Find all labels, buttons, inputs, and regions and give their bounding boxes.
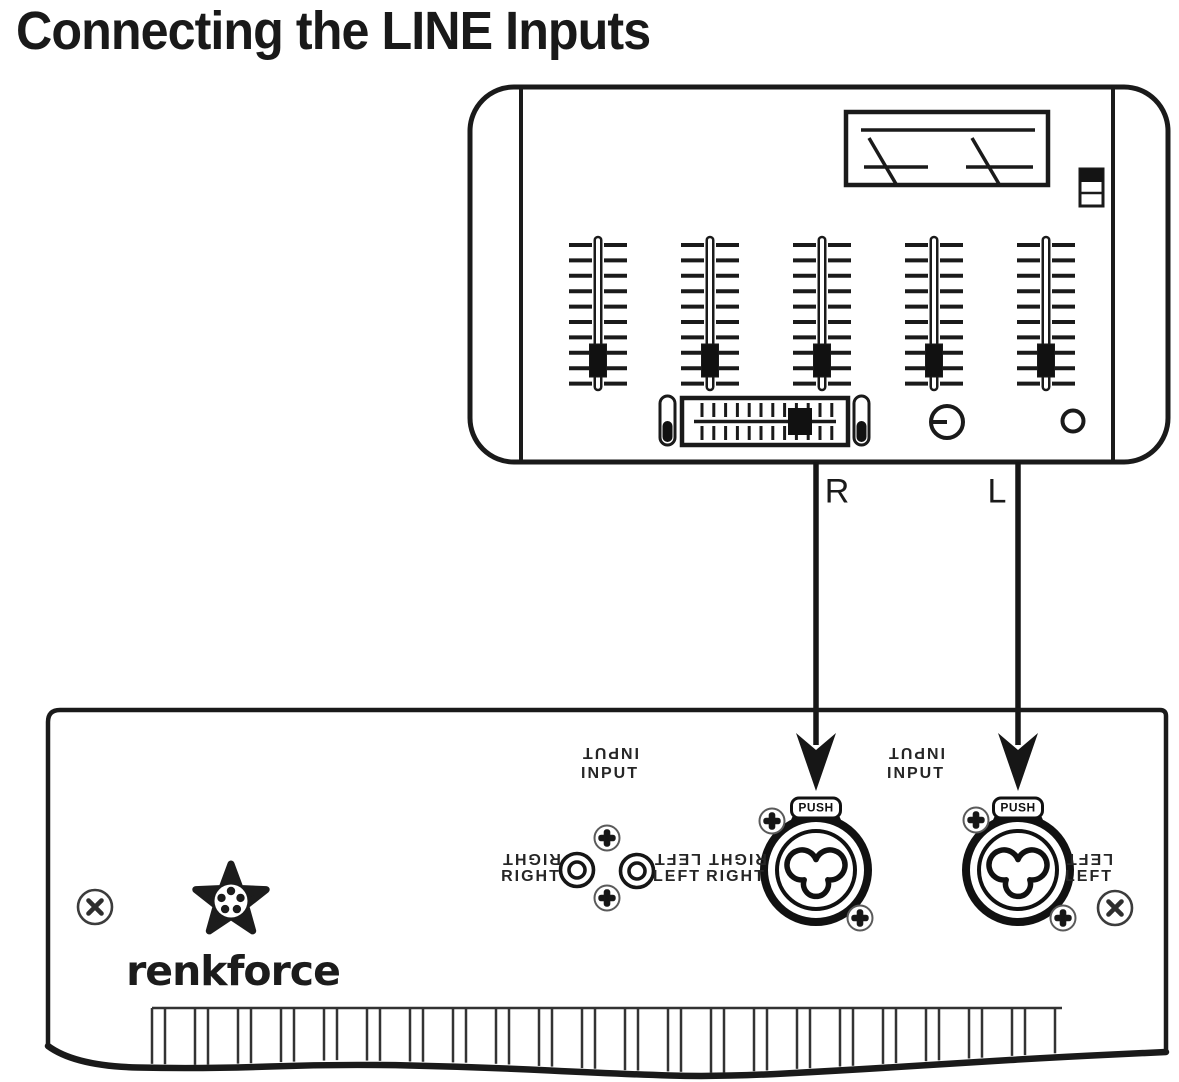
brand-logo-icon [192, 860, 270, 935]
rca-left-label: LEFT [653, 868, 701, 885]
headphone-jack-icon [1060, 408, 1086, 434]
xlr-right-label: RIGHT [706, 868, 766, 885]
crossfader-right-pill [852, 394, 871, 447]
fader[interactable] [793, 235, 851, 392]
fader[interactable] [1017, 235, 1075, 392]
xlr-left-label-mirrored: LEFT [1065, 850, 1113, 867]
rotary-knob-icon[interactable] [929, 404, 965, 440]
crossfader-left-pill [658, 394, 677, 447]
rca-right-label-mirrored: RIGHT [501, 850, 561, 867]
input-label-xlr: INPUT [887, 765, 945, 782]
fader-knob [813, 343, 831, 378]
fader[interactable] [569, 235, 627, 392]
push-latch-left[interactable]: PUSH [992, 796, 1044, 820]
right-arrow-icon [796, 733, 836, 791]
left-arrow-icon [998, 733, 1038, 791]
panel-outline [45, 707, 1169, 1052]
fader[interactable] [905, 235, 963, 392]
push-latch-right[interactable]: PUSH [790, 796, 842, 820]
brand-wordmark: renkforce [126, 947, 341, 995]
fader-knob [701, 343, 719, 378]
crossfader[interactable] [658, 394, 871, 448]
fader[interactable] [681, 235, 739, 392]
input-label-rca: INPUT [581, 765, 639, 782]
crossfader-knob[interactable] [788, 408, 812, 435]
rca-input-group[interactable] [558, 824, 656, 912]
ventilation-grille [150, 1006, 1062, 1073]
xlr-right-input[interactable] [758, 807, 874, 932]
channel-faders[interactable] [569, 235, 1075, 392]
rca-left-label-mirrored: LEFT [653, 850, 701, 867]
panel-torn-edge [44, 1042, 1170, 1080]
xlr-left-label: LEFT [1065, 868, 1113, 885]
input-label-mirrored-rca: INPUT [581, 744, 639, 761]
right-cable-label: R [824, 472, 850, 511]
mixer-device [467, 84, 1171, 465]
fader-knob [589, 343, 607, 378]
vu-meter-icon [843, 109, 1051, 188]
power-switch-icon[interactable] [1078, 167, 1105, 208]
xlr-left-input[interactable] [964, 806, 1077, 932]
fader-knob [1037, 343, 1055, 378]
input-label-mirrored-xlr: INPUT [887, 744, 945, 761]
xlr-right-label-mirrored: RIGHT [707, 850, 767, 867]
rca-right-label: RIGHT [501, 868, 561, 885]
connection-cables [796, 462, 1038, 791]
page-title: Connecting the LINE Inputs [16, 1, 651, 61]
left-cable-label: L [987, 472, 1007, 511]
fader-knob [925, 343, 943, 378]
amplifier-rear-panel [44, 707, 1170, 1080]
